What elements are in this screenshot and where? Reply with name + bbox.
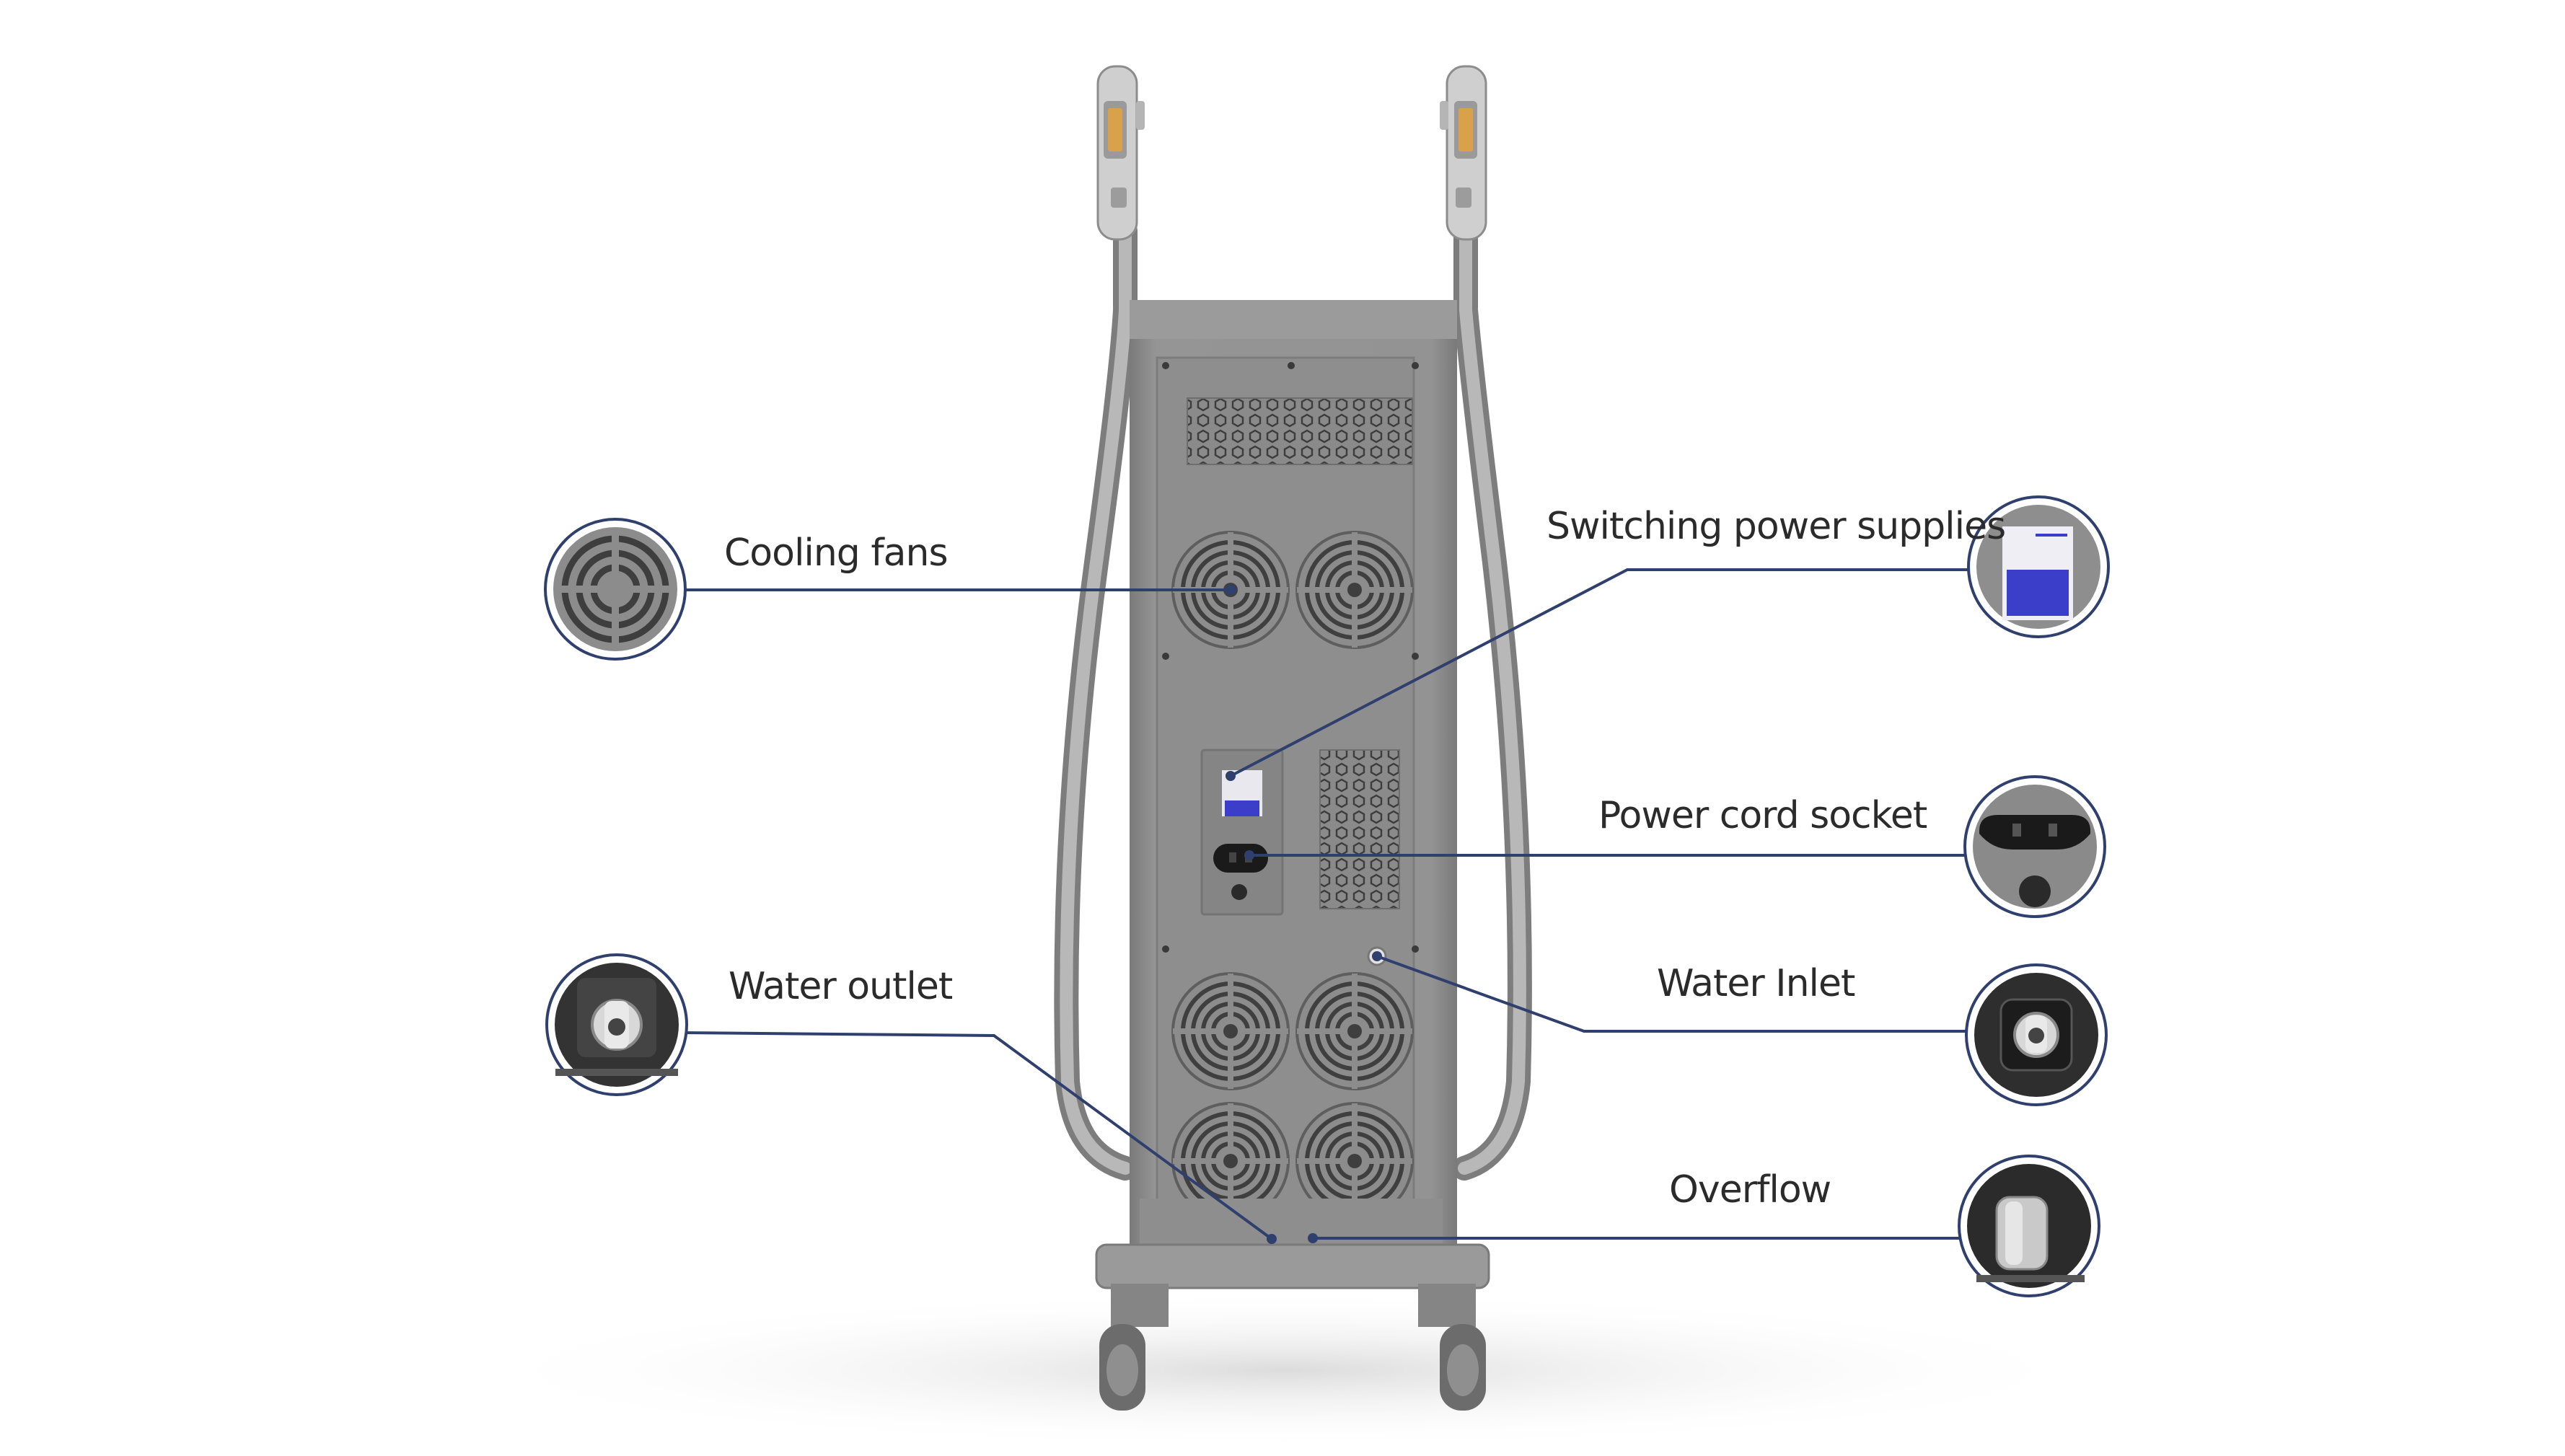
cabinet-fan [1171,972,1290,1090]
power-supply-icon [1967,495,2110,638]
cabinet-fan [1295,1102,1414,1220]
base [1095,1199,1490,1411]
floor-shadow [454,1291,2113,1450]
power-socket-icon [1963,775,2106,918]
label-overflow: Overflow [1669,1168,1831,1212]
label-water-outlet: Water outlet [729,965,953,1008]
fan-grille-icon [544,518,687,661]
water-connector-icon [545,953,688,1096]
label-water-inlet: Water Inlet [1657,962,1855,1005]
cabinet-fan [1295,531,1414,649]
callout-lines [681,568,1971,1240]
overflow-connector-icon [1958,1155,2100,1297]
right-handpiece [1440,65,1487,241]
water-connector-icon [1965,963,2108,1106]
label-power-cord-socket: Power cord socket [1598,794,1927,837]
cabinet [1130,300,1457,1253]
cabinet-fan [1295,972,1414,1090]
left-handpiece [1096,65,1145,241]
label-switching-power-supplies: Switching power supplies [1547,505,2006,548]
label-cooling-fans: Cooling fans [724,531,949,575]
